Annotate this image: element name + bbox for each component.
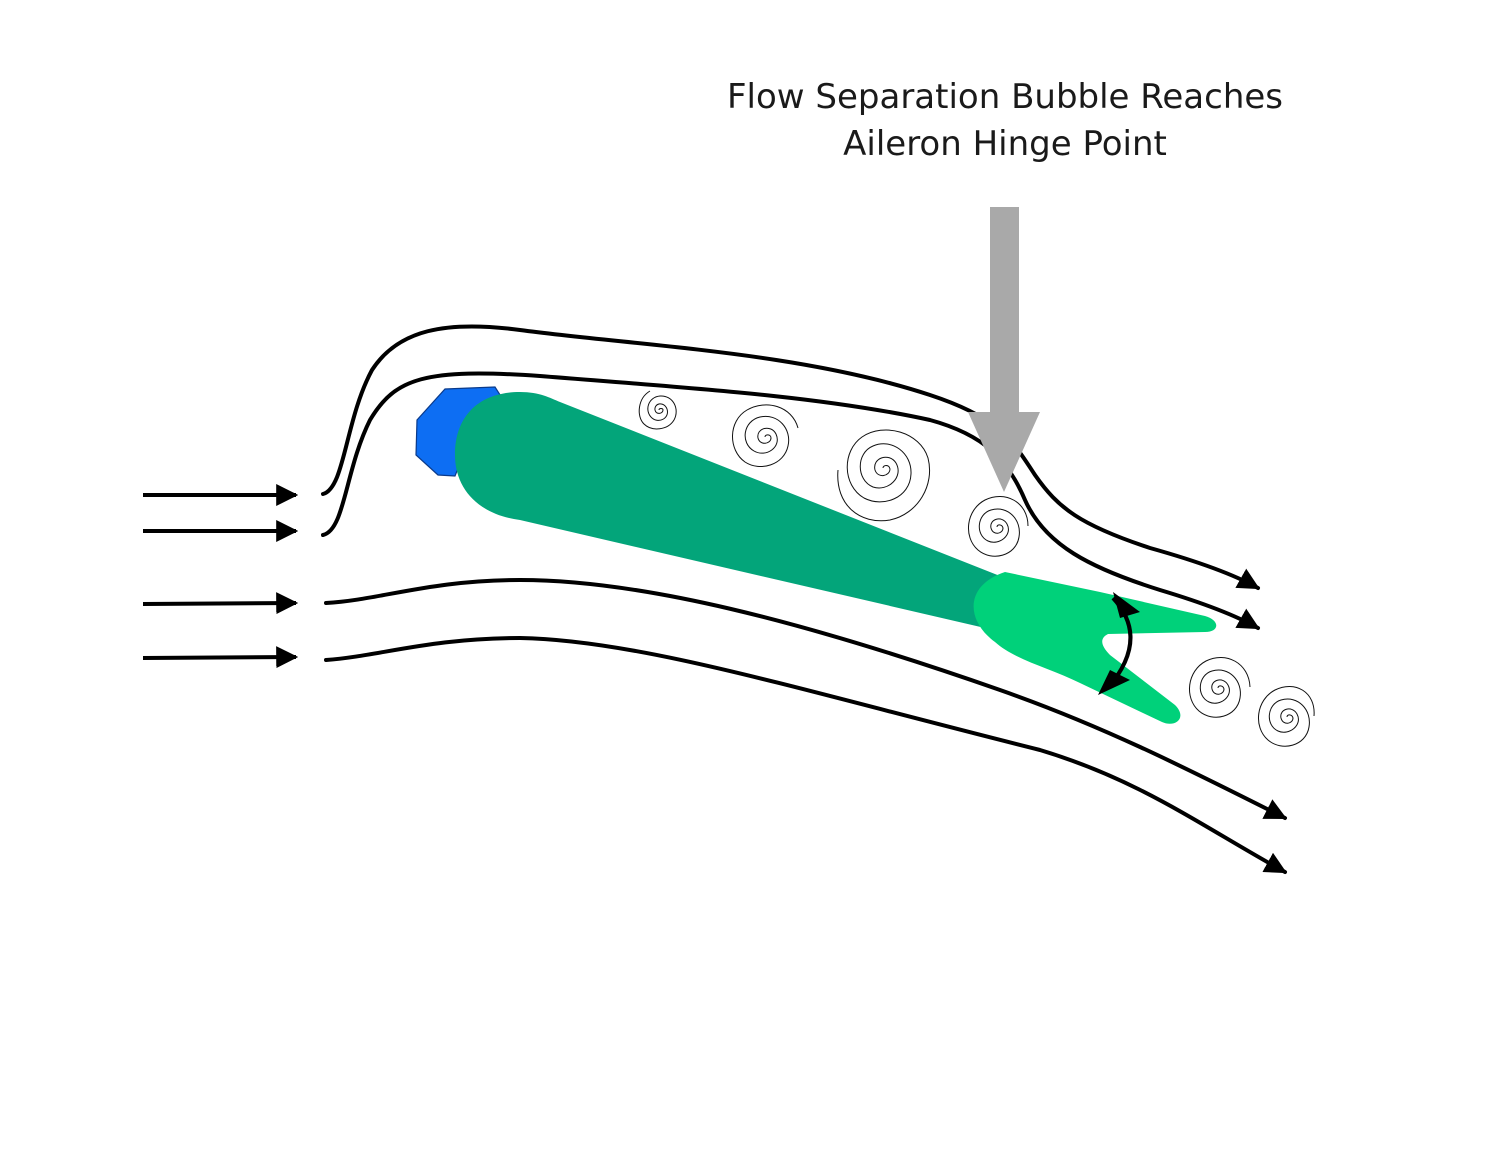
streamline-upper-outer xyxy=(321,324,1260,590)
aileron xyxy=(973,572,1217,724)
inflow-arrow-3 xyxy=(142,592,299,615)
vortices xyxy=(638,390,1315,747)
inflow-arrow-4 xyxy=(142,646,299,669)
inflow-arrows xyxy=(142,484,299,669)
down-arrow-icon xyxy=(968,207,1040,492)
streamline-lower-inner xyxy=(324,577,1287,820)
spiral-icon xyxy=(1257,685,1315,747)
streamline-upper-inner xyxy=(321,371,1260,630)
title-line-2: Aileron Hinge Point xyxy=(843,124,1167,164)
deflection-arrowhead-down xyxy=(1098,670,1130,695)
streamline-lower-outer xyxy=(324,635,1287,874)
spiral-icon xyxy=(837,429,930,522)
spiral-icon xyxy=(1188,656,1251,718)
spiral-icon xyxy=(967,495,1029,557)
wing-body xyxy=(455,392,1000,628)
upper-streamlines xyxy=(321,324,1260,630)
title-line-1: Flow Separation Bubble Reaches xyxy=(726,77,1284,117)
spiral-icon xyxy=(732,404,799,467)
spiral-icon xyxy=(638,390,677,430)
deflection-arrowhead-up xyxy=(1113,592,1140,618)
lower-streamlines xyxy=(324,577,1287,874)
diagram-title: Flow Separation Bubble Reaches Aileron H… xyxy=(680,74,1330,168)
